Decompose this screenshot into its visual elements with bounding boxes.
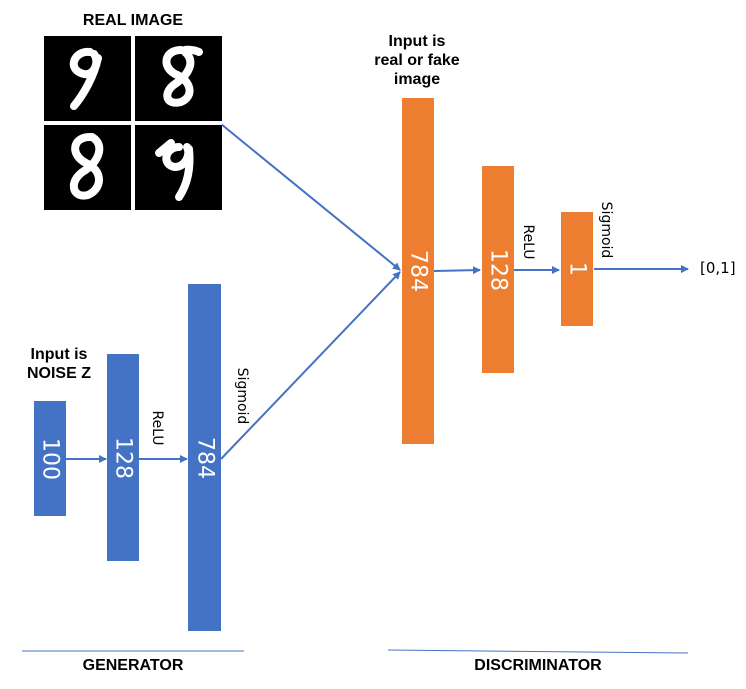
generator-relu-label: ReLU bbox=[149, 410, 165, 446]
discriminator-layer-1-label: 1 bbox=[564, 262, 590, 276]
discriminator-section-title: DISCRIMINATOR bbox=[474, 657, 602, 674]
generator-input-label: Input is NOISE Z bbox=[4, 345, 114, 383]
arrow-real-to-discriminator bbox=[220, 123, 401, 271]
discriminator-relu-label: ReLU bbox=[520, 224, 536, 260]
digit-image-9 bbox=[44, 36, 131, 121]
discriminator-layer-128: 128 bbox=[482, 166, 514, 373]
discriminator-layer-128-label: 128 bbox=[485, 248, 511, 291]
discriminator-layer-1: 1 bbox=[561, 212, 593, 326]
generator-input-label-line2: NOISE Z bbox=[26, 365, 91, 382]
discriminator-input-label-line1: Input is bbox=[388, 33, 446, 50]
real-image-title: REAL IMAGE bbox=[82, 12, 184, 29]
arrow-784-to-128 bbox=[433, 266, 481, 275]
generator-layer-128: 128 bbox=[107, 354, 139, 561]
generator-layer-784: 784 bbox=[188, 284, 221, 631]
arrow-generator-to-discriminator bbox=[220, 271, 401, 460]
discriminator-layer-784: 784 bbox=[402, 98, 434, 444]
digit-image-8b bbox=[44, 125, 131, 210]
generator-layer-784-label: 784 bbox=[192, 436, 217, 479]
digit-image-9b bbox=[135, 125, 222, 210]
discriminator-input-label-line2: real or fake bbox=[374, 52, 460, 69]
digit-image-8 bbox=[135, 36, 222, 121]
generator-layer-100-label: 100 bbox=[37, 437, 63, 480]
real-image-grid bbox=[44, 36, 222, 210]
generator-layer-128-label: 128 bbox=[110, 436, 136, 479]
discriminator-input-label-line3: image bbox=[393, 71, 441, 88]
generator-sigmoid-label: Sigmoid bbox=[234, 367, 250, 425]
generator-input-label-line1: Input is bbox=[30, 346, 88, 363]
generator-section-title: GENERATOR bbox=[82, 657, 184, 674]
discriminator-sigmoid-label: Sigmoid bbox=[598, 201, 614, 259]
discriminator-layer-784-label: 784 bbox=[405, 250, 431, 292]
generator-layer-100: 100 bbox=[34, 401, 66, 516]
discriminator-input-label: Input is real or fake image bbox=[362, 32, 472, 89]
discriminator-underline bbox=[387, 649, 689, 654]
output-range-label: [0,1] bbox=[700, 259, 736, 277]
